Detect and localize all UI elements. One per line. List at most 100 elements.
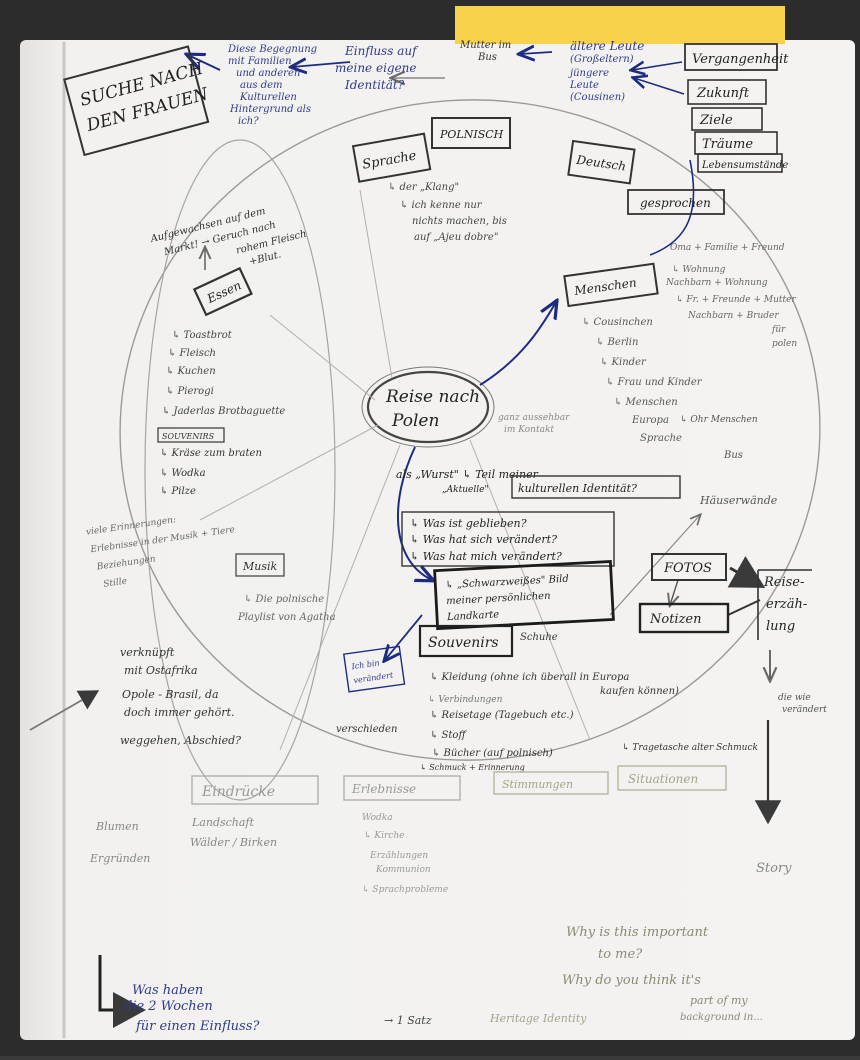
why-line: background in... — [680, 1012, 763, 1023]
questions: ↳ Was ist geblieben? ↳ Was hat sich verä… — [410, 517, 562, 563]
erlebnisse-items: Wodka ↳ Kirche Erzählungen Kommunion ↳ S… — [362, 813, 448, 895]
was-note: Was haben die 2 Wochen für einen Einflus… — [124, 983, 260, 1034]
essen-items: ↳ Toastbrot ↳ Fleisch ↳ Kuchen ↳ Pierogi… — [162, 330, 285, 417]
bild-box-group: ↳ „Schwarzweißes" Bild meiner persönlich… — [433, 560, 615, 631]
sticky-note-tab — [455, 6, 785, 44]
older-line: jüngere — [568, 68, 609, 79]
suche-box — [63, 45, 210, 157]
stimmungen-box — [493, 771, 609, 795]
older-line: Leute — [569, 80, 599, 91]
stack-label: Ziele — [699, 113, 733, 128]
landschaft-note: Landschaft Wälder / Birken — [190, 816, 277, 849]
center-title-line: Reise nach — [385, 387, 480, 407]
erlebnisse-label: Erlebnisse — [351, 782, 416, 796]
notizen-box — [638, 602, 730, 634]
verschieden-label: verschieden — [336, 724, 397, 735]
souvenirs-box — [418, 624, 514, 658]
polnisch-box — [431, 117, 511, 149]
story-label: Story — [756, 861, 792, 876]
menschen-right-line: Nachbarn + Bruder — [687, 311, 779, 321]
arrow-to-menschen — [479, 302, 556, 386]
essen-item: ↳ Pilze — [160, 486, 196, 497]
bild-line: Landkarte — [446, 609, 500, 623]
souvenir-item: ↳ Schmuck + Erinnerung — [420, 763, 525, 772]
reise-line: erzäh- — [766, 597, 807, 612]
menschen-left-line: Bus — [723, 450, 743, 461]
souvenirs-tag-box — [157, 427, 225, 443]
was-line: für einen Einfluss? — [135, 1019, 260, 1034]
arrow-stack-2 — [634, 78, 685, 95]
menschen-right-line: polen — [772, 339, 797, 349]
stack-box — [691, 107, 763, 131]
top-left-note: Diese Begegnung mit Familien und anderen… — [227, 44, 317, 127]
musik-box — [235, 553, 285, 577]
essen-box — [192, 266, 253, 317]
eindrucke-label: Eindrücke — [201, 784, 275, 800]
older-people-note: ältere Leute (Großeltern) jüngere Leute … — [568, 39, 644, 103]
blumen-line: Blumen — [95, 820, 139, 833]
outer-circle — [119, 99, 821, 761]
reise-label: Reise- erzäh- lung — [763, 575, 807, 634]
stack-boxes: Vergangenheit Zukunft Ziele Träume Leben… — [684, 43, 789, 173]
menschen-right-line: ↳ Wohnung — [672, 265, 726, 275]
stack-box — [687, 79, 767, 105]
arrow-to-bild — [397, 446, 432, 580]
essen-item: ↳ Toastbrot — [172, 330, 233, 341]
center-title-line: Polen — [391, 411, 439, 431]
bild-line: meiner persönlichen — [446, 591, 551, 607]
sprache-note: ↳ der „Klang" — [388, 182, 459, 193]
sprache-box — [351, 132, 432, 183]
menschen-left-line: ↳ Kinder — [600, 357, 647, 368]
souvenir-item: ↳ Bücher (auf polnisch) — [432, 748, 553, 759]
souvenir-item: kaufen können) — [600, 686, 679, 697]
center-side-note: ganz aussehbar im Kontakt — [498, 413, 570, 435]
sprache-note: ↳ ich kenne nur — [400, 200, 483, 211]
left-line: doch immer gehört. — [124, 706, 234, 719]
die-sie-line: verändert — [782, 705, 827, 715]
souvenir-item: ↳ Tragetasche alter Schmuck — [622, 743, 758, 753]
bild-box — [433, 560, 615, 631]
note-line: und anderen — [236, 68, 300, 79]
menschen-left-line: Europa — [631, 415, 669, 426]
erleb-item: ↳ Sprachprobleme — [362, 885, 448, 895]
erleb-item: Kommunion — [375, 865, 431, 875]
arrow-stack-1 — [632, 62, 683, 70]
notizen-label: Notizen — [649, 612, 702, 627]
souvenir-item: ↳ Reisetage (Tagebuch etc.) — [430, 710, 574, 721]
arrow-to-verandert — [385, 614, 423, 660]
influence-line: Einfluss auf — [344, 44, 419, 58]
why-line: Why do you think it's — [562, 973, 701, 988]
stack-label: Vergangenheit — [692, 52, 789, 67]
why-line: to me? — [598, 947, 643, 962]
menschen-right-line: für — [771, 325, 786, 335]
menschen-left-line: ↳ Frau und Kinder — [606, 377, 703, 388]
die-sie-line: die wie — [778, 693, 811, 703]
note-line: Hintergrund als — [229, 104, 311, 115]
fotos-box — [651, 553, 727, 581]
arrow-to-mother — [520, 52, 553, 54]
polnisch-label: POLNISCH — [439, 128, 504, 141]
left-line: weggehen, Abschied? — [120, 734, 241, 747]
identity-note: als „Wurst" ↳ Teil meiner „Aktuelle" kul… — [396, 468, 637, 495]
center-side-line: im Kontakt — [504, 425, 554, 435]
essen-items2: ↳ Kräse zum braten ↳ Wodka ↳ Pilze — [160, 448, 262, 497]
stack-box — [697, 153, 783, 173]
menschen-left: ↳ Cousinchen ↳ Berlin ↳ Kinder ↳ Frau un… — [582, 317, 758, 461]
older-line: (Cousinen) — [570, 92, 625, 103]
menschen-right-line: ↳ Fr. + Freunde + Mutter — [676, 295, 796, 305]
souvenir-items: ↳ Kleidung (ohne ich überall in Europa k… — [420, 672, 758, 772]
fotos-label: FOTOS — [663, 561, 712, 576]
menschen-left-line: ↳ Berlin — [596, 337, 638, 348]
erleb-item: Wodka — [362, 813, 393, 823]
footer-line: Heritage Identity — [489, 1012, 587, 1025]
schuhe-label: Schuhe — [520, 632, 558, 643]
reise-bracket — [757, 569, 812, 640]
identity-line: „Aktuelle" — [442, 485, 489, 495]
musik-note: ↳ Die polnische Playlist von Agatha — [237, 594, 336, 623]
footer-line: → 1 Satz — [384, 1014, 432, 1027]
center-bubble-outline — [361, 366, 495, 448]
menschen-right-line: Nachbarn + Wohnung — [665, 278, 768, 288]
left-notes: verknüpft mit Ostafrika Opole - Brasil, … — [120, 646, 241, 747]
spokes — [199, 189, 591, 751]
